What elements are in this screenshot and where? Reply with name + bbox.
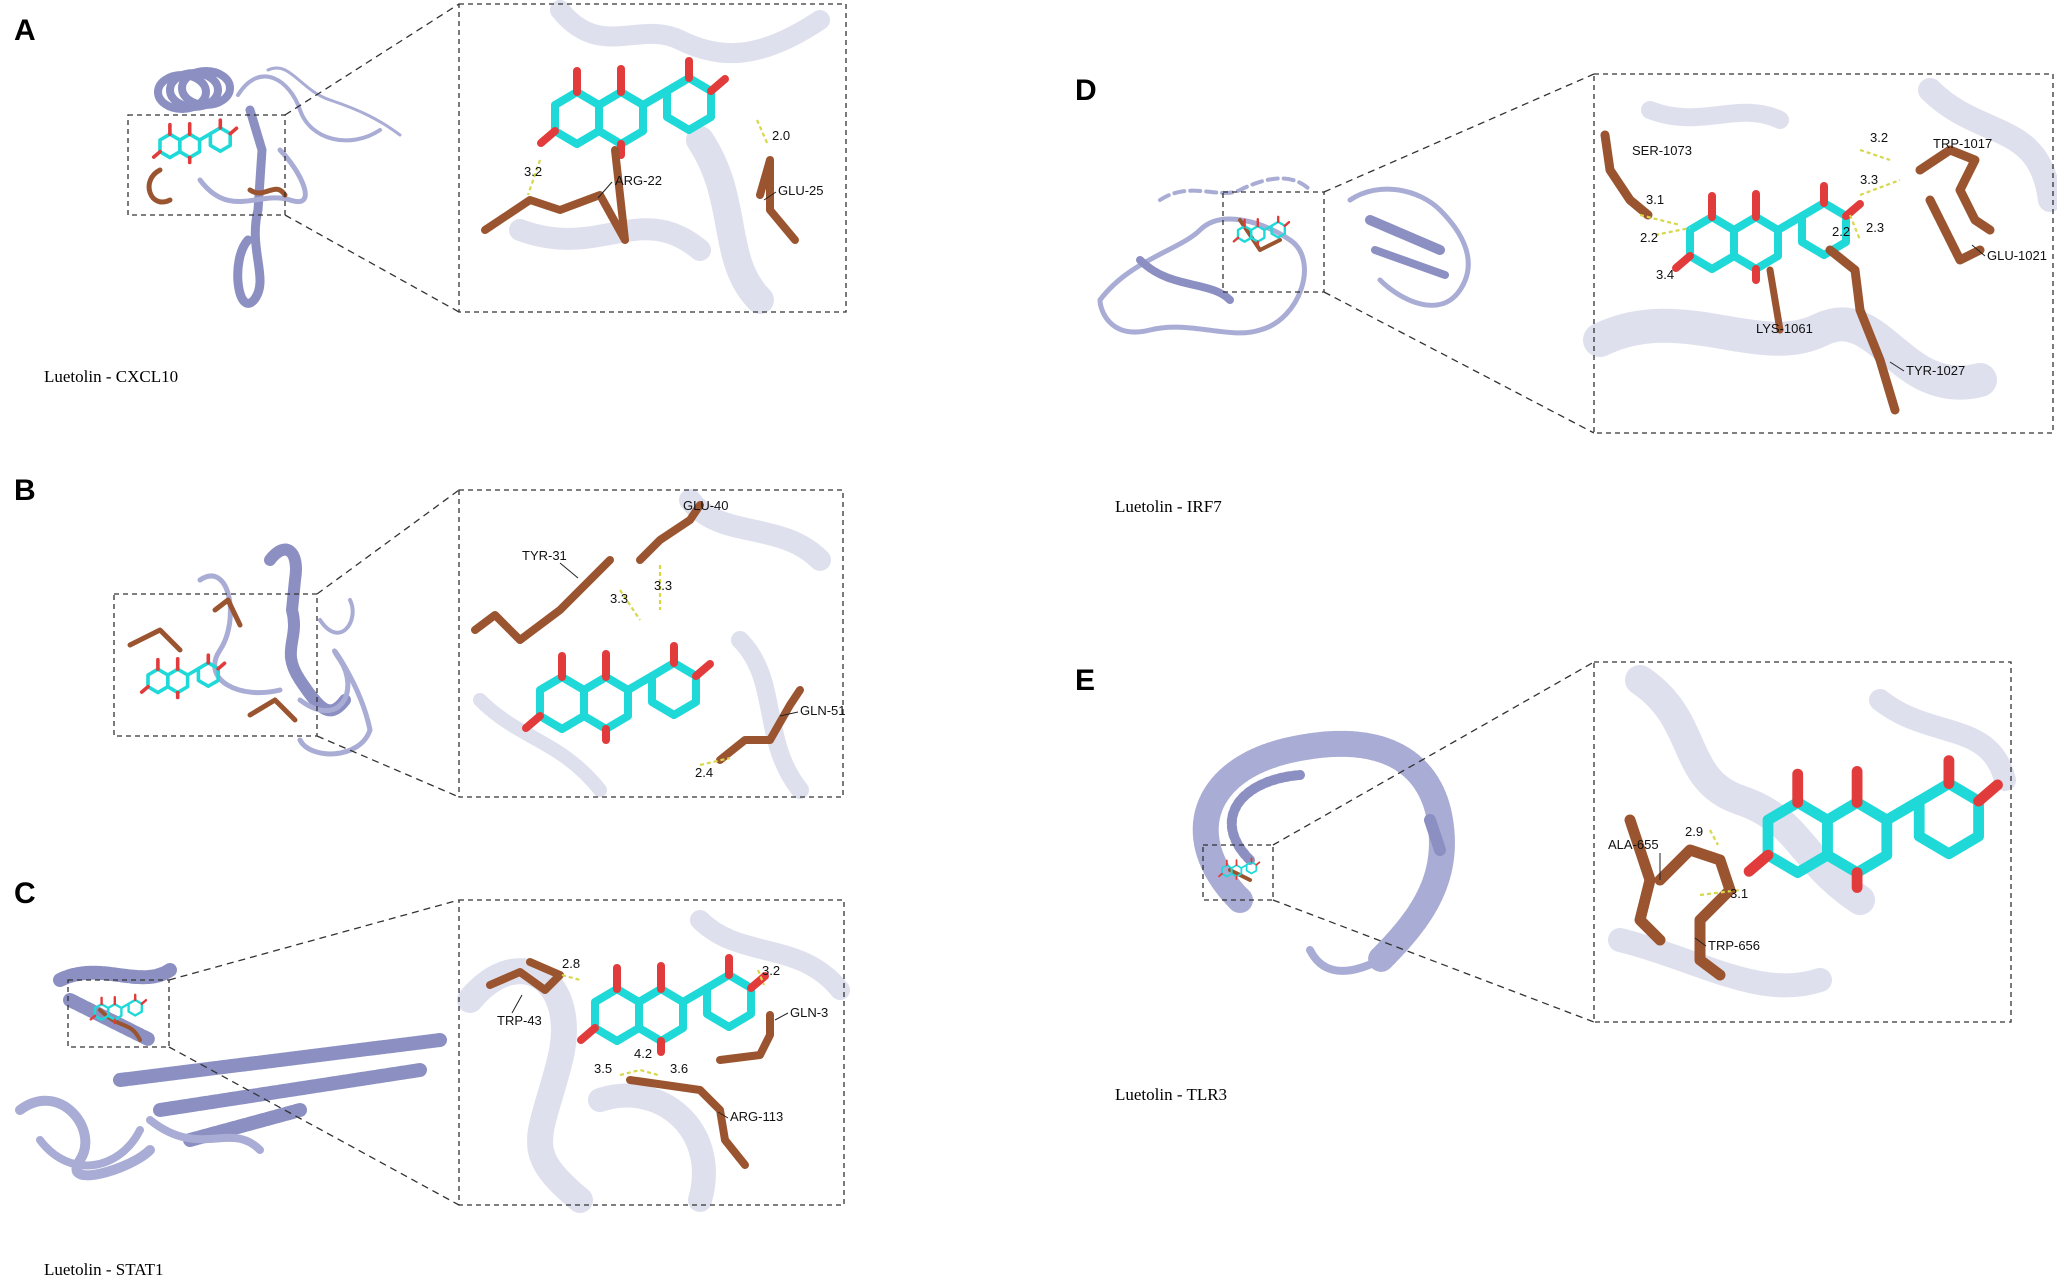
protein-overview-b bbox=[127, 543, 373, 757]
residue-label-c-3: ARG-113 bbox=[730, 1109, 783, 1124]
residue-label-a-1: ARG-22 bbox=[615, 173, 662, 188]
zoom-line-d-top bbox=[1323, 73, 1595, 193]
panel-letter-b: B bbox=[14, 474, 36, 507]
zoom-line-a-top bbox=[284, 3, 460, 116]
distance-e-1: 2.9 bbox=[1685, 824, 1703, 839]
residue-label-d-4: LYS-1061 bbox=[1756, 321, 1813, 336]
residue-label-d-1: SER-1073 bbox=[1632, 143, 1692, 158]
zoom-panel-b: 3.3 3.3 2.4 TYR-31 GLU-40 GLN-51 bbox=[459, 489, 846, 799]
zoom-frame-d bbox=[1593, 73, 2054, 434]
panel-e: E 2.9 3.1 ALA-655 TRP-656 bbox=[1075, 661, 2016, 1104]
residue-label-d-3: GLU-1021 bbox=[1987, 248, 2047, 263]
zoom-region-a bbox=[127, 114, 286, 216]
zoom-region-d bbox=[1222, 191, 1325, 293]
caption-c: Luetolin - STAT1 bbox=[44, 1260, 164, 1279]
residue-label-b-2: GLU-40 bbox=[683, 498, 729, 513]
panel-letter-a: A bbox=[14, 14, 36, 47]
zoom-frame-e bbox=[1593, 661, 2012, 1023]
distance-b-1: 3.3 bbox=[610, 591, 628, 606]
protein-overview-d bbox=[1097, 176, 1471, 336]
residue-label-d-2: TRP-1017 bbox=[1933, 136, 1992, 151]
panel-letter-c: C bbox=[14, 877, 36, 910]
panel-letter-d: D bbox=[1075, 74, 1097, 107]
zoom-region-c bbox=[67, 979, 170, 1048]
distance-e-2: 3.1 bbox=[1730, 886, 1748, 901]
zoom-line-b-top bbox=[316, 489, 460, 595]
distance-a-2: 2.0 bbox=[772, 128, 790, 143]
zoom-line-e-bottom bbox=[1272, 899, 1595, 1023]
protein-overview-c bbox=[15, 963, 447, 1181]
residue-label-c-1: TRP-43 bbox=[497, 1013, 542, 1028]
zoom-panel-a: 3.2 2.0 ARG-22 GLU-25 bbox=[459, 0, 846, 314]
residue-label-e-1: ALA-655 bbox=[1608, 837, 1659, 852]
distance-d-4: 3.3 bbox=[1860, 172, 1878, 187]
distance-b-3: 2.4 bbox=[695, 765, 713, 780]
residue-label-c-2: GLN-3 bbox=[790, 1005, 828, 1020]
residue-label-b-3: GLN-51 bbox=[800, 703, 846, 718]
residue-label-b-1: TYR-31 bbox=[522, 548, 567, 563]
distance-d-5: 2.2 bbox=[1832, 224, 1850, 239]
distance-d-3: 2.2 bbox=[1640, 230, 1658, 245]
zoom-line-b-bottom bbox=[316, 735, 460, 798]
panel-c: C 2.8 3.2 bbox=[14, 877, 850, 1279]
panel-letter-e: E bbox=[1075, 664, 1095, 697]
zoom-region-b bbox=[113, 593, 318, 737]
distance-d-1: 3.2 bbox=[1870, 130, 1888, 145]
zoom-frame-c bbox=[458, 899, 845, 1206]
distance-c-3: 4.2 bbox=[634, 1046, 652, 1061]
panel-d: D 3 bbox=[1075, 73, 2057, 516]
distance-d-6: 2.3 bbox=[1866, 220, 1884, 235]
distance-d-7: 3.4 bbox=[1656, 267, 1674, 282]
zoom-line-a-bottom bbox=[284, 214, 460, 313]
caption-a: Luetolin - CXCL10 bbox=[44, 367, 178, 386]
distance-c-2: 3.2 bbox=[762, 963, 780, 978]
panel-b: B 3.3 3.3 2.4 bbox=[14, 474, 846, 799]
residue-label-e-2: TRP-656 bbox=[1708, 938, 1760, 953]
zoom-frame-a bbox=[458, 3, 847, 313]
zoom-line-d-bottom bbox=[1323, 291, 1595, 434]
distance-b-2: 3.3 bbox=[654, 578, 672, 593]
zoom-panel-d: 3.2 3.1 2.2 3.3 2.2 2.3 3.4 SER-1073 TRP… bbox=[1583, 74, 2057, 433]
residue-label-a-2: GLU-25 bbox=[778, 183, 824, 198]
caption-e: Luetolin - TLR3 bbox=[1115, 1085, 1227, 1104]
zoom-line-e-top bbox=[1272, 661, 1595, 846]
panel-a: A 3.2 2.0 ARG-22 bbox=[14, 0, 847, 386]
protein-overview-e bbox=[1192, 730, 1455, 975]
distance-a-1: 3.2 bbox=[524, 164, 542, 179]
distance-c-4: 3.5 bbox=[594, 1061, 612, 1076]
caption-d: Luetolin - IRF7 bbox=[1115, 497, 1222, 516]
zoom-panel-c: 2.8 3.2 4.2 3.5 3.6 TRP-43 GLN-3 ARG-113 bbox=[457, 900, 850, 1213]
protein-overview-a bbox=[146, 66, 402, 308]
residue-label-d-5: TYR-1027 bbox=[1906, 363, 1965, 378]
distance-c-1: 2.8 bbox=[562, 956, 580, 971]
distance-d-2: 3.1 bbox=[1646, 192, 1664, 207]
zoom-frame-b bbox=[458, 489, 844, 798]
zoom-line-c-top bbox=[168, 899, 460, 981]
distance-c-5: 3.6 bbox=[670, 1061, 688, 1076]
zoom-panel-e: 2.9 3.1 ALA-655 TRP-656 bbox=[1594, 662, 2016, 1022]
